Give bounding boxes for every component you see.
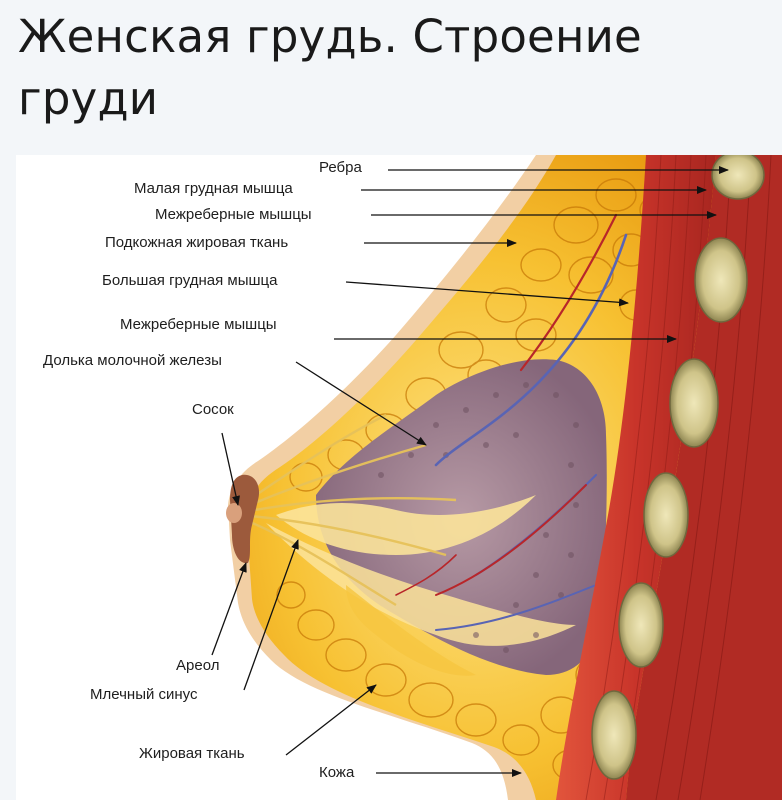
rib [643, 472, 689, 558]
rib [618, 582, 664, 668]
pointer-lines [211, 166, 729, 777]
pectoral-muscle [556, 155, 716, 800]
rib [694, 237, 748, 323]
label-nipple: Сосок [192, 401, 234, 418]
rib [591, 690, 637, 780]
label-fat-tissue: Жировая ткань [139, 745, 245, 762]
label-subcutaneous-fat: Подкожная жировая ткань [105, 234, 289, 251]
rib [711, 155, 765, 200]
gland-lobes [266, 359, 607, 676]
page-title: Женская грудь. Строение груди [18, 10, 642, 125]
rib [669, 358, 719, 448]
label-gland-lobule: Долька молочной железы [43, 352, 222, 369]
label-pectoralis-major: Большая грудная мышца [102, 272, 278, 289]
breast-anatomy-figure: Ребра Малая грудная мышца Межреберные мы… [16, 155, 782, 800]
label-ribs: Ребра [319, 159, 362, 176]
ribs-group [591, 155, 765, 780]
label-intercostal-muscles-1: Межреберные мышцы [155, 206, 312, 223]
nipple-shape [226, 503, 242, 523]
gland-acini [378, 382, 579, 653]
anatomy-illustration [211, 155, 782, 800]
label-areola: Ареол [176, 657, 220, 674]
label-pectoralis-minor: Малая грудная мышца [134, 180, 293, 197]
label-lactiferous-sinus: Млечный синус [90, 686, 198, 703]
label-skin: Кожа [319, 764, 355, 781]
label-intercostal-muscles-2: Межреберные мышцы [120, 316, 277, 333]
lactiferous-ducts [237, 413, 457, 607]
